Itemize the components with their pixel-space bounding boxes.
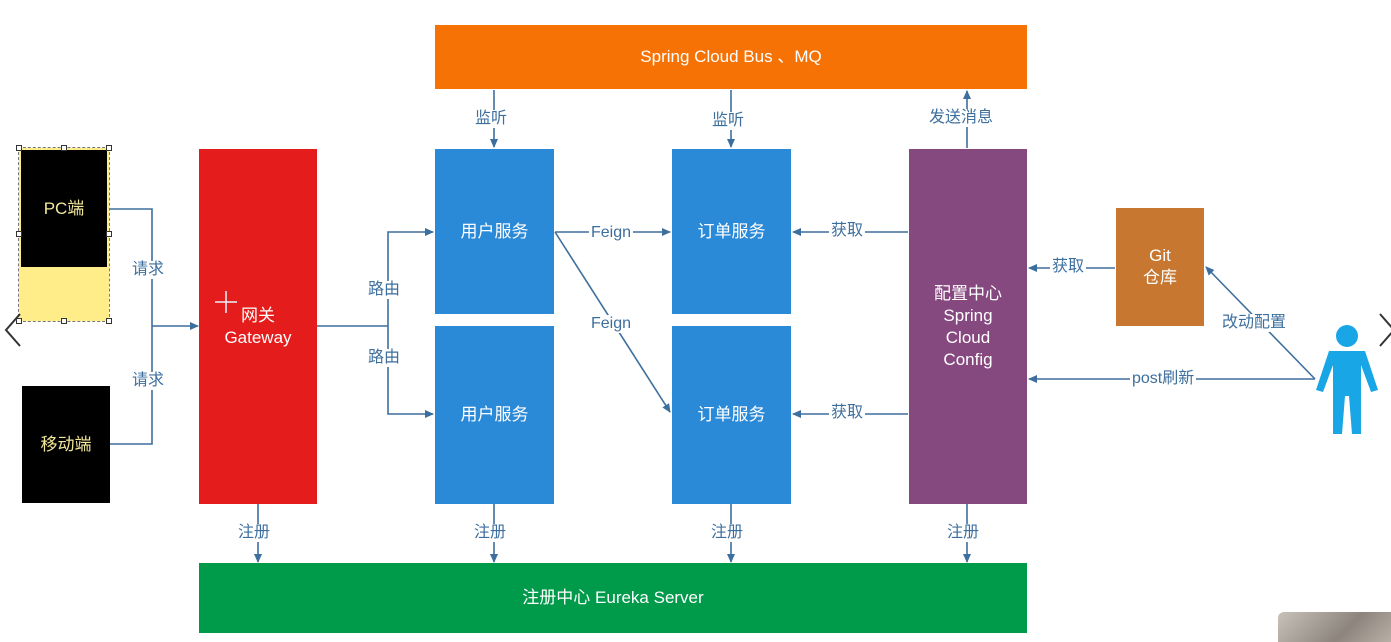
- request-label-2: 请求: [130, 372, 167, 390]
- request-label-1: 请求: [130, 261, 167, 279]
- route-to-user-1: [387, 228, 434, 326]
- pc-client-box[interactable]: PC端: [18, 147, 110, 322]
- selection-handle-tr[interactable]: [106, 145, 112, 151]
- chevron-left-icon[interactable]: [2, 312, 24, 348]
- bus-box: Spring Cloud Bus 、MQ: [435, 25, 1027, 89]
- pc-to-gateway-line: [110, 208, 153, 326]
- register-label-4: 注册: [945, 524, 982, 542]
- route-to-user-2: [387, 326, 434, 418]
- pc-client-label: PC端: [43, 198, 85, 218]
- selection-handle-bm[interactable]: [61, 318, 67, 324]
- person-icon: [1316, 325, 1378, 434]
- post-refresh-label: post刷新: [1130, 370, 1197, 388]
- selection-handle-br[interactable]: [106, 318, 112, 324]
- order-service-box-1: 订单服务: [672, 149, 791, 314]
- fetch-git-label: 获取: [1050, 258, 1087, 276]
- git-repo-box: Git 仓库: [1116, 208, 1204, 326]
- listen-label-1: 监听: [473, 110, 510, 128]
- send-message-label: 发送消息: [927, 109, 996, 127]
- register-label-2: 注册: [472, 524, 509, 542]
- selection-handle-bl[interactable]: [16, 318, 22, 324]
- user-service-box-2: 用户服务: [435, 326, 554, 504]
- webcam-thumbnail: [1278, 612, 1391, 642]
- chevron-right-icon[interactable]: [1378, 312, 1391, 348]
- route-label-2: 路由: [366, 349, 403, 367]
- fetch-label-2: 获取: [829, 404, 866, 422]
- selection-handle-tm[interactable]: [61, 145, 67, 151]
- mobile-to-gateway-line: [110, 326, 153, 445]
- selection-handle-tl[interactable]: [16, 145, 22, 151]
- feign-label-2: Feign: [589, 315, 634, 333]
- gateway-label-en: Gateway: [224, 327, 292, 347]
- move-cursor-icon: [215, 291, 237, 313]
- config-center-box: 配置中心 Spring Cloud Config: [909, 149, 1027, 504]
- route-label-1: 路由: [366, 281, 403, 299]
- selection-handle-mr[interactable]: [106, 231, 112, 237]
- pc-client-dark: PC端: [21, 150, 107, 267]
- listen-label-2: 监听: [710, 112, 747, 130]
- order-service-box-2: 订单服务: [672, 326, 791, 504]
- register-label-1: 注册: [236, 524, 273, 542]
- user-service-box-1: 用户服务: [435, 149, 554, 314]
- selection-handle-ml[interactable]: [16, 231, 22, 237]
- change-config-label: 改动配置: [1220, 314, 1289, 332]
- fetch-label-1: 获取: [829, 222, 866, 240]
- mobile-client-box: 移动端: [22, 386, 110, 503]
- feign-label-1: Feign: [589, 224, 634, 242]
- eureka-box: 注册中心 Eureka Server: [199, 563, 1027, 633]
- gateway-box: 网关 Gateway: [199, 149, 317, 504]
- register-label-3: 注册: [709, 524, 746, 542]
- gateway-label-cn: 网关: [241, 305, 275, 325]
